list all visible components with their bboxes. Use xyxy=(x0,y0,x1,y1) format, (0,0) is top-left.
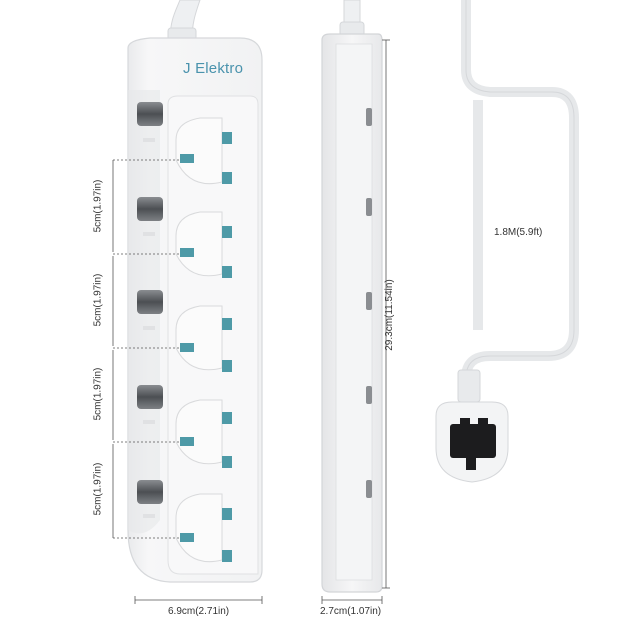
socket-1 xyxy=(137,102,232,185)
spacing-label-2: 5cm(1.97in) xyxy=(92,273,104,327)
socket-spacing-guides xyxy=(112,159,180,539)
switch-2 xyxy=(137,197,163,221)
cable-and-plug xyxy=(435,0,579,483)
cable-length-label: 1.8M(5.9ft) xyxy=(494,227,543,238)
depth-guide xyxy=(321,596,383,604)
length-guide xyxy=(382,39,390,589)
switch-5 xyxy=(137,480,163,504)
brand-logo-text: J Elektro xyxy=(183,60,244,77)
socket-5 xyxy=(137,480,232,563)
switch-1 xyxy=(137,102,163,126)
length-label: 29.3cm(11.54in) xyxy=(383,279,395,351)
extension-lead-front-view xyxy=(127,0,263,583)
switch-4 xyxy=(137,385,163,409)
extension-lead-side-view xyxy=(321,0,383,593)
switch-3 xyxy=(137,290,163,314)
spacing-label-3: 5cm(1.97in) xyxy=(92,367,104,421)
socket-3 xyxy=(137,290,232,372)
width-guide xyxy=(134,596,263,604)
socket-4 xyxy=(137,385,232,468)
spacing-label-1: 5cm(1.97in) xyxy=(92,179,104,233)
depth-label: 2.7cm(1.07in) xyxy=(320,606,382,617)
spacing-label-4: 5cm(1.97in) xyxy=(92,462,104,516)
socket-2 xyxy=(137,197,232,278)
width-label: 6.9cm(2.71in) xyxy=(168,606,230,617)
